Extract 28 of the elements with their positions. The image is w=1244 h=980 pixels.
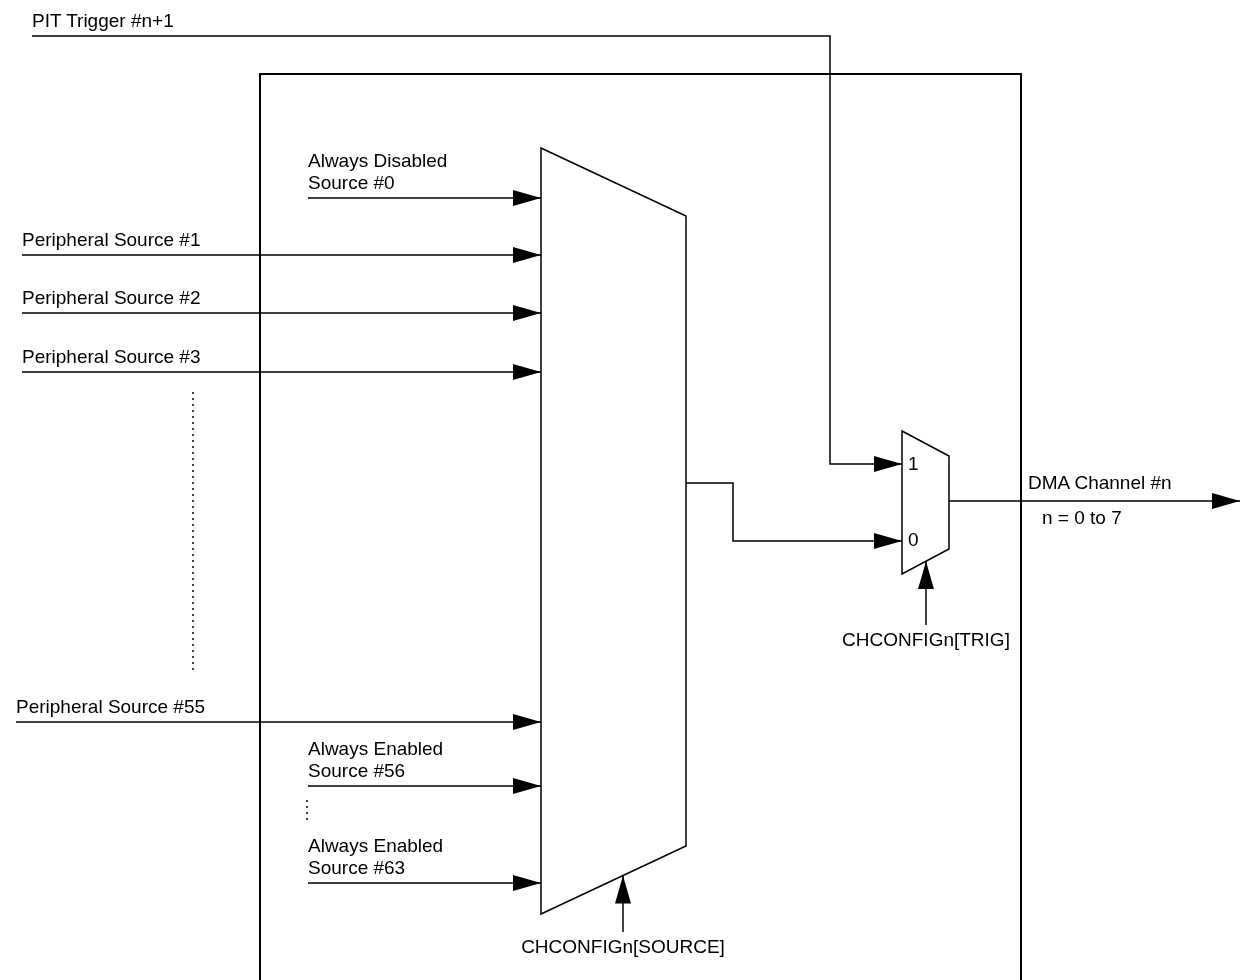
multiplexer-symbol — [902, 431, 949, 574]
port-label: 0 — [908, 529, 919, 551]
port-label: 1 — [908, 453, 919, 475]
signal-label: Peripheral Source #1 — [22, 229, 201, 255]
signal-label: Always Enabled Source #56 — [308, 738, 483, 786]
arrow — [685, 482, 903, 549]
arrow — [307, 190, 542, 206]
signal-label: Always Enabled Source #63 — [308, 835, 483, 883]
arrow — [307, 875, 542, 891]
arrow — [615, 874, 631, 933]
signal-label: PIT Trigger #n+1 — [32, 10, 174, 36]
signal-label: Peripheral Source #3 — [22, 346, 201, 372]
arrow — [15, 714, 542, 730]
signal-label: Always Disabled Source #0 — [308, 150, 483, 198]
arrow — [21, 364, 542, 380]
arrow — [21, 305, 542, 321]
arrow — [948, 493, 1241, 509]
signal-label: Peripheral Source #2 — [22, 287, 201, 313]
note-label: n = 0 to 7 — [1042, 507, 1122, 529]
arrow — [307, 778, 542, 794]
multiplexer-symbol — [541, 148, 686, 914]
arrow — [31, 35, 903, 472]
arrow — [21, 247, 542, 263]
signal-label: Peripheral Source #55 — [16, 696, 206, 722]
arrow — [918, 560, 934, 626]
register-label: CHCONFIGn[SOURCE] — [521, 932, 725, 958]
block-outline — [259, 73, 1022, 980]
register-label: CHCONFIGn[TRIG] — [842, 625, 1010, 651]
